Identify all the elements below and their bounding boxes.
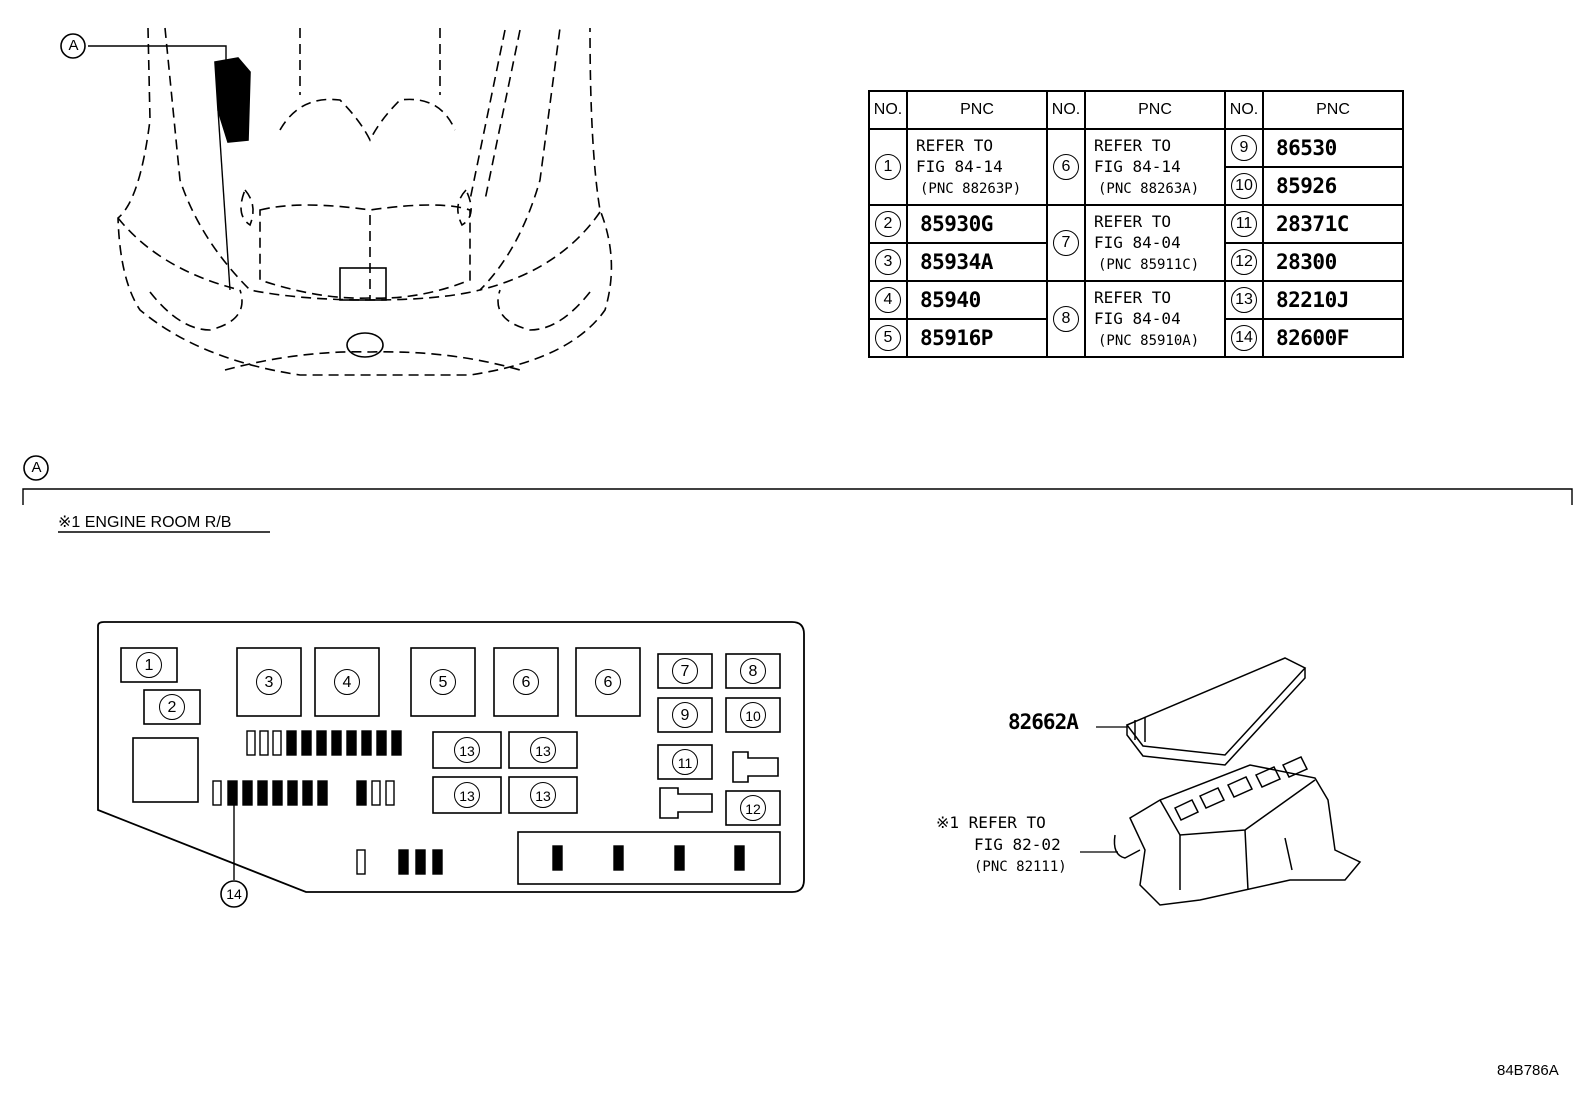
slot-6a — [493, 647, 559, 717]
slot-11 — [657, 744, 713, 780]
fuse-callout-1: 1 — [136, 652, 162, 678]
fuse-callout-8: 8 — [740, 658, 766, 684]
fuse-callout-13: 13 — [530, 737, 556, 763]
table-row-no: 1 — [868, 128, 908, 206]
slot-13b — [508, 731, 578, 769]
table-row-no: 14 — [1224, 318, 1264, 358]
large-relay-slot — [132, 737, 199, 803]
header-pnc-3: PNC — [1262, 90, 1404, 130]
table-row-no: 11 — [1224, 204, 1264, 244]
callout-14-circle — [220, 880, 248, 908]
table-pnc-cell: 28300 — [1262, 242, 1404, 282]
fuse-callout-5: 5 — [430, 669, 456, 695]
slot-6b — [575, 647, 641, 717]
section-caption: ※1 ENGINE ROOM R/B — [58, 514, 232, 531]
relay-block-location-mark — [214, 57, 251, 143]
fuse-callout-6: 6 — [513, 669, 539, 695]
fuse-callout-2: 2 — [159, 694, 185, 720]
section-a-label: A — [31, 459, 42, 476]
table-pnc-cell: 85916P — [906, 318, 1048, 358]
table-pnc-cell: 82210J — [1262, 280, 1404, 320]
table-row-no: 13 — [1224, 280, 1264, 320]
fuse-callout-13: 13 — [530, 782, 556, 808]
fuse-callout-4: 4 — [334, 669, 360, 695]
relay-ref-line1: ※1 REFER TO — [936, 813, 1046, 832]
table-pnc-cell: 85930G — [906, 204, 1048, 244]
table-row-no: 7 — [1046, 204, 1086, 282]
table-pnc-cell: 85940 — [906, 280, 1048, 320]
slot-13c — [432, 776, 502, 814]
fuse-callout-11: 11 — [672, 749, 698, 775]
slot-1 — [120, 647, 178, 683]
connector-socket-a — [732, 751, 779, 783]
cover-illustration — [1125, 657, 1307, 756]
slot-4 — [314, 647, 380, 717]
connector-socket-b — [659, 787, 713, 819]
table-row-no: 6 — [1046, 128, 1086, 206]
mini-fuse-row-3 — [356, 845, 745, 875]
fuse-callout-6: 6 — [595, 669, 621, 695]
relay-ref-line2: FIG 82-02 — [974, 835, 1061, 854]
table-row-no: 9 — [1224, 128, 1264, 168]
cover-part-label: 82662A — [1008, 710, 1079, 734]
locator-a-label: A — [68, 37, 79, 54]
car-front-illustration — [117, 27, 613, 376]
locator-leader-line — [88, 45, 227, 62]
table-row-no: 10 — [1224, 166, 1264, 206]
table-pnc-cell: 85934A — [906, 242, 1048, 282]
fuse-callout-10: 10 — [740, 702, 766, 728]
fuse-callout-13: 13 — [454, 782, 480, 808]
table-row-no: 5 — [868, 318, 908, 358]
fuse-box-outline — [97, 621, 805, 893]
fuse-callout-9: 9 — [672, 702, 698, 728]
slot-10 — [725, 697, 781, 733]
table-pnc-cell: 82600F — [1262, 318, 1404, 358]
table-pnc-cell: 85926 — [1262, 166, 1404, 206]
header-pnc-1: PNC — [906, 90, 1048, 130]
section-bracket — [22, 488, 1573, 505]
mini-fuse-row-1 — [246, 730, 402, 756]
relay-block-illustration — [1113, 657, 1362, 906]
slot-12 — [725, 790, 781, 826]
table-pnc-cell: 28371C — [1262, 204, 1404, 244]
header-no-3: NO. — [1224, 90, 1264, 130]
table-row-no: 12 — [1224, 242, 1264, 282]
slot-7 — [657, 653, 713, 689]
table-row-no: 8 — [1046, 280, 1086, 358]
emblem-outline — [346, 332, 384, 358]
locator-a-circle — [60, 33, 86, 59]
fuse-callout-12: 12 — [740, 795, 766, 821]
table-row-no: 2 — [868, 204, 908, 244]
slot-13d — [508, 776, 578, 814]
fuse-callout-13: 13 — [454, 737, 480, 763]
relay-ref-line3: (PNC 82111) — [974, 859, 1067, 875]
slot-3 — [236, 647, 302, 717]
slot-5 — [410, 647, 476, 717]
header-pnc-2: PNC — [1084, 90, 1226, 130]
table-row-no: 4 — [868, 280, 908, 320]
fuse-callout-7: 7 — [672, 658, 698, 684]
slot-2 — [143, 689, 201, 725]
fuse-callout-3: 3 — [256, 669, 282, 695]
license-plate-outline — [339, 267, 387, 301]
bottom-fuse-bay — [517, 831, 781, 885]
table-row-no: 3 — [868, 242, 908, 282]
section-a-circle — [23, 455, 49, 481]
header-no-2: NO. — [1046, 90, 1086, 130]
header-no-1: NO. — [868, 90, 908, 130]
relay-block-reference: ※1 REFER TO FIG 82-02 (PNC 82111) — [936, 812, 1067, 878]
slot-13a — [432, 731, 502, 769]
fuse-callout-14: 14 — [226, 886, 242, 902]
slot-8 — [725, 653, 781, 689]
mini-fuse-row-2 — [212, 780, 395, 806]
table-pnc-cell: 86530 — [1262, 128, 1404, 168]
slot-9 — [657, 697, 713, 733]
figure-id: 84B786A — [1497, 1062, 1559, 1079]
